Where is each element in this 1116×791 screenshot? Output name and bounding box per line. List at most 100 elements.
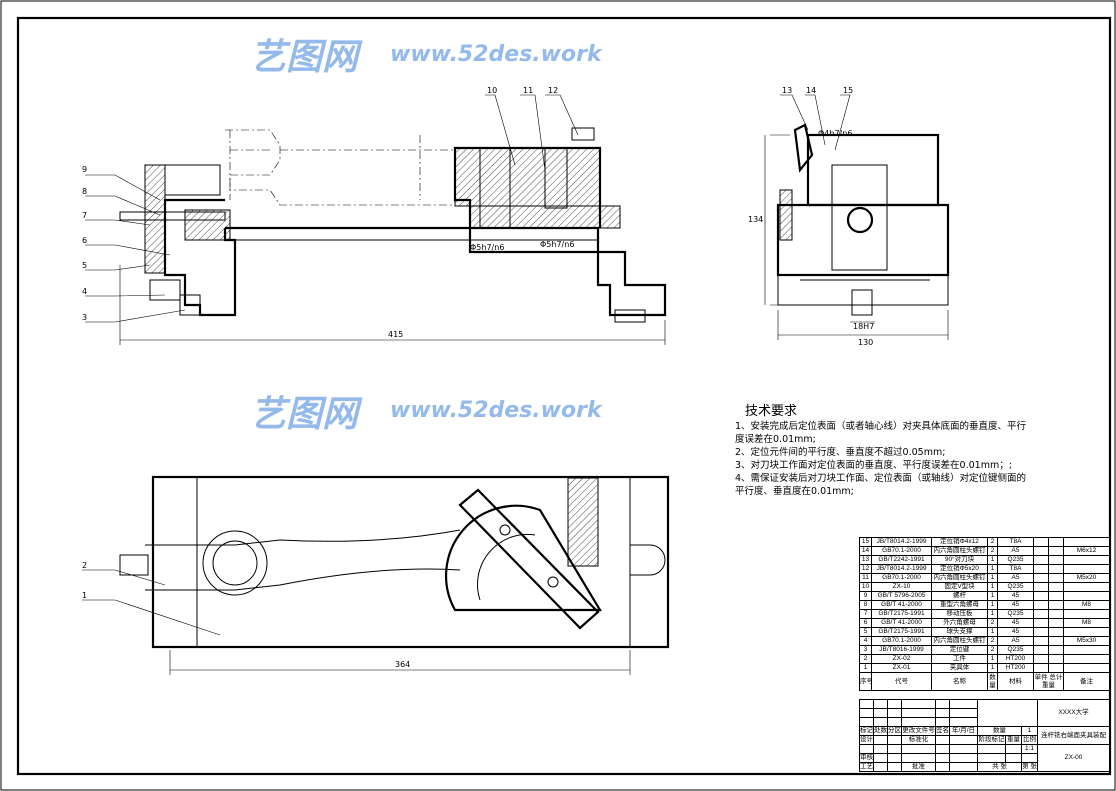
- bom-cell: 45: [997, 618, 1034, 628]
- header-total: 总计: [1049, 673, 1063, 681]
- header-code: 代号: [871, 672, 932, 691]
- mark-label: 标记: [859, 726, 874, 736]
- bom-cell: [1048, 546, 1064, 556]
- bom-cell: ZX-01: [871, 663, 932, 673]
- bom-cell: T8A: [997, 564, 1034, 574]
- balloon-8: 8: [82, 187, 87, 196]
- bom-cell: JB/T8014.2-1999: [871, 564, 932, 574]
- watermark-url: www.52des.work: [390, 42, 602, 67]
- bom-cell: 45: [997, 600, 1034, 610]
- drawing-number: ZX-00: [1037, 744, 1111, 772]
- balloon-15: 15: [843, 86, 853, 95]
- bom-cell: Q235: [997, 645, 1034, 655]
- bom-cell: [1033, 546, 1049, 556]
- bom-cell: Q235: [997, 609, 1034, 619]
- bom-cell: GB70.1-2000: [871, 573, 932, 583]
- dim-134: 134: [748, 215, 763, 224]
- bom-cell: [1048, 663, 1064, 673]
- tech-req-item: 3、对刀块工作面对定位表面的垂直度、平行度误差在0.01mm；;: [735, 460, 1012, 471]
- bom-cell: GB70.1-2000: [871, 636, 932, 646]
- bom-cell: T8A: [997, 537, 1034, 547]
- bom-cell: 定位销Φ4x12: [931, 537, 988, 547]
- bom-cell: 5: [859, 627, 872, 637]
- balloon-3: 3: [82, 313, 87, 322]
- header-single: 单件: [1034, 673, 1048, 681]
- bom-cell: GB/T 41-2000: [871, 600, 932, 610]
- bom-cell: 1: [987, 609, 998, 619]
- bom-cell: [1048, 618, 1064, 628]
- bom-cell: 2: [987, 546, 998, 556]
- bom-cell: 13: [859, 555, 872, 565]
- bom-cell: [1048, 627, 1064, 637]
- header-remark: 备注: [1063, 672, 1110, 691]
- scale-value: 1:1: [1020, 744, 1039, 754]
- change-label: 更改文件号: [901, 726, 936, 736]
- bom-cell: [1033, 663, 1049, 673]
- sign-label: 签名: [935, 726, 950, 736]
- bom-cell: 1: [987, 555, 998, 565]
- standard-label: 标准化: [901, 735, 936, 745]
- fit-label: Φ5h7/n6: [470, 243, 504, 252]
- fit-label: Φ5h7/n6: [540, 240, 574, 249]
- qty-label: 数量: [977, 726, 1022, 736]
- bom-cell: A5: [997, 636, 1034, 646]
- zone-label: 分区: [887, 726, 902, 736]
- bom-cell: [1048, 609, 1064, 619]
- bom-cell: M8: [1063, 618, 1110, 628]
- process-label: 工艺: [859, 762, 874, 772]
- stage-label: 阶段标记: [977, 735, 1006, 745]
- bom-cell: 1: [987, 627, 998, 637]
- drawing-name: 连杆铣右端面夹具装配: [1037, 726, 1111, 745]
- header-qty: 数量: [987, 672, 998, 691]
- bom-cell: [1063, 645, 1110, 655]
- bom-cell: 螺杆: [931, 591, 988, 601]
- balloon-14: 14: [806, 86, 816, 95]
- bom-cell: 11: [859, 573, 872, 583]
- bom-cell: JB/T8016-1999: [871, 645, 932, 655]
- bom-cell: [1033, 573, 1049, 583]
- bom-cell: 4: [859, 636, 872, 646]
- bom-cell: [1048, 555, 1064, 565]
- header-name: 名称: [931, 672, 988, 691]
- balloon-13: 13: [782, 86, 792, 95]
- drawing-frame: [16, 16, 1112, 776]
- bom-cell: [1033, 654, 1049, 664]
- bom-cell: [1033, 537, 1049, 547]
- bom-cell: GB/T2242-1991: [871, 555, 932, 565]
- bom-cell: 1: [987, 573, 998, 583]
- fit-label: Φ4h7/n6: [818, 129, 852, 138]
- review-label: 审核: [859, 753, 874, 763]
- bom-cell: 外六角螺母: [931, 618, 988, 628]
- bom-cell: [1048, 645, 1064, 655]
- balloon-7: 7: [82, 211, 87, 220]
- bom-cell: 1: [859, 663, 872, 673]
- header-weight: 单件 总计重量: [1033, 672, 1064, 691]
- tech-req-item: 2、定位元件间的平行度、垂直度不超过0.05mm;: [735, 447, 946, 458]
- balloon-5: 5: [82, 261, 87, 270]
- side-view: 130 134 18H7 Φ4h7/n6 13 14 15: [748, 86, 950, 347]
- balloon-2: 2: [82, 561, 87, 570]
- total-sheets: 共 张: [977, 762, 1022, 772]
- balloon-11: 11: [523, 86, 533, 95]
- bom-cell: [1063, 663, 1110, 673]
- bom-cell: 2: [987, 537, 998, 547]
- bom-cell: [1033, 645, 1049, 655]
- bom-cell: [1048, 564, 1064, 574]
- dim-18H7: 18H7: [853, 322, 874, 331]
- design-label: 设计: [859, 735, 874, 745]
- bom-cell: HT200: [997, 663, 1034, 673]
- bom-cell: 45: [997, 591, 1034, 601]
- bom-cell: 9: [859, 591, 872, 601]
- bom-cell: [1033, 582, 1049, 592]
- bom-cell: 1: [987, 582, 998, 592]
- bom-cell: M8: [1063, 600, 1110, 610]
- watermark-logo: 艺图网: [250, 37, 359, 78]
